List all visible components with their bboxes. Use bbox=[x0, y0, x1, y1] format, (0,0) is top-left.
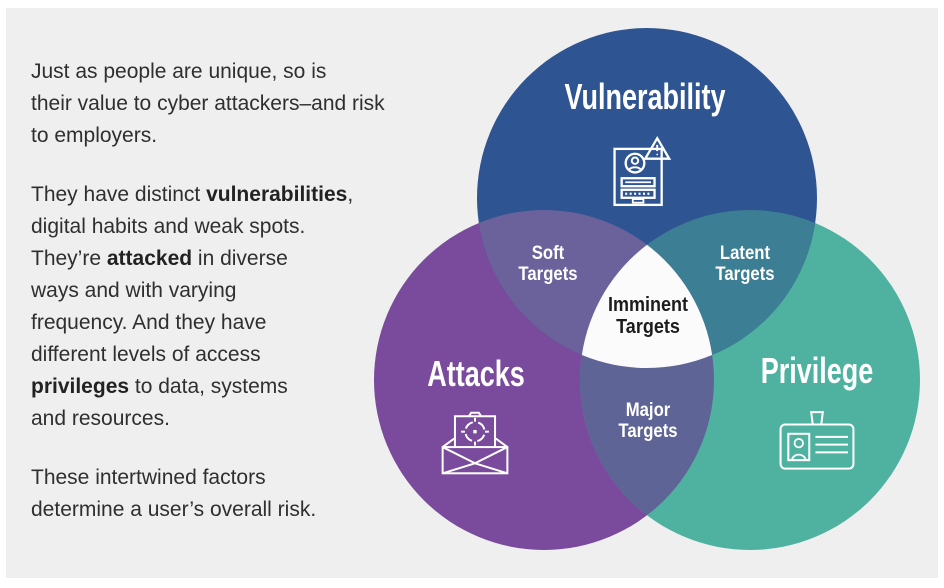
imminent-targets-label: Imminent Targets bbox=[607, 294, 689, 338]
login-form-warning-icon bbox=[611, 135, 675, 209]
id-badge-icon bbox=[778, 409, 856, 471]
soft-targets-region bbox=[477, 210, 714, 368]
envelope-target-icon bbox=[438, 411, 512, 477]
latent-targets-region bbox=[580, 210, 817, 368]
vulnerability-label: Vulnerability bbox=[564, 76, 726, 117]
privilege-label: Privilege bbox=[760, 350, 874, 391]
soft-targets-label: Soft Targets bbox=[518, 243, 578, 285]
latent-targets-label: Latent Targets bbox=[715, 243, 775, 285]
major-targets-label: Major Targets bbox=[618, 400, 678, 442]
intro-paragraph: They have distinct vulnerabilities,digit… bbox=[31, 183, 354, 430]
attacks-label: Attacks bbox=[427, 353, 525, 394]
